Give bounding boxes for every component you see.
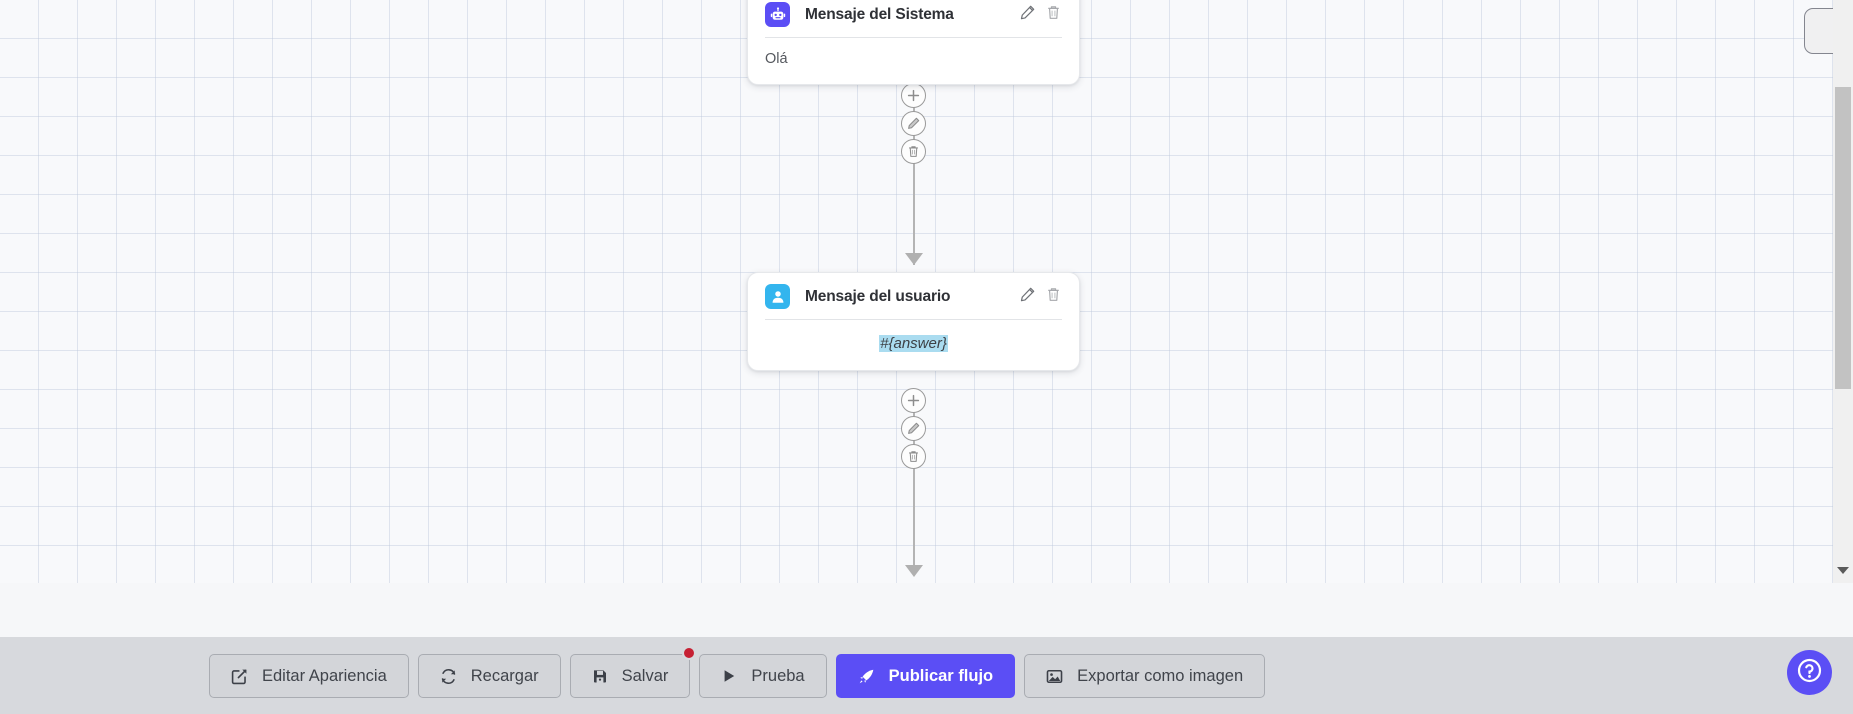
rocket-icon bbox=[858, 668, 875, 685]
trash-icon[interactable] bbox=[1046, 287, 1061, 307]
edge-edit-button[interactable] bbox=[901, 416, 926, 441]
save-wrapper: Salvar bbox=[569, 646, 697, 698]
answer-variable-token: #{answer} bbox=[879, 335, 948, 352]
reload-wrapper: Recargar bbox=[417, 654, 561, 698]
test-button[interactable]: Prueba bbox=[699, 654, 827, 698]
scrollbar-down-button[interactable] bbox=[1833, 561, 1853, 579]
save-unsaved-badge bbox=[682, 646, 697, 660]
export-wrapper: Exportar como imagen bbox=[1024, 654, 1266, 698]
edit-appearance-button[interactable]: Editar Apariencia bbox=[209, 654, 409, 698]
edit-icon bbox=[907, 422, 920, 435]
pencil-icon[interactable] bbox=[1020, 287, 1035, 307]
delete-icon bbox=[907, 450, 920, 463]
edge-controls-user-next[interactable] bbox=[901, 388, 926, 469]
refresh-icon bbox=[440, 668, 457, 685]
export-image-button[interactable]: Exportar como imagen bbox=[1024, 654, 1266, 698]
node-user-divider bbox=[765, 319, 1062, 320]
edge-edit-button[interactable] bbox=[901, 111, 926, 136]
node-user-body[interactable]: #{answer} bbox=[748, 320, 1079, 370]
save-label: Salvar bbox=[621, 666, 669, 685]
user-icon bbox=[765, 284, 790, 309]
node-user-title: Mensaje del usuario bbox=[805, 287, 951, 305]
edge-user-outgoing bbox=[913, 390, 915, 570]
edge-delete-button[interactable] bbox=[901, 139, 926, 164]
toolbar-button-group: Editar Apariencia Recargar bbox=[209, 646, 1266, 698]
floppy-disk-icon bbox=[592, 668, 608, 684]
node-system-body[interactable]: Olá bbox=[765, 51, 788, 67]
flow-canvas[interactable]: Mensaje del Sistema bbox=[0, 0, 1853, 583]
edit-icon bbox=[907, 117, 920, 130]
image-icon bbox=[1046, 668, 1063, 685]
publish-flow-label: Publicar flujo bbox=[888, 666, 994, 685]
scrollbar-thumb[interactable] bbox=[1835, 87, 1851, 389]
edit-appearance-wrapper: Editar Apariencia bbox=[209, 654, 409, 698]
pencil-square-icon bbox=[231, 668, 248, 685]
node-user-message[interactable]: Mensaje del usuario bbox=[747, 272, 1080, 371]
robot-icon bbox=[765, 2, 790, 27]
edge-arrow-to-user bbox=[905, 253, 923, 265]
save-button[interactable]: Salvar bbox=[569, 654, 691, 698]
edge-add-node-button[interactable] bbox=[901, 388, 926, 413]
delete-icon bbox=[907, 145, 920, 158]
edge-delete-button[interactable] bbox=[901, 444, 926, 469]
plus-icon bbox=[907, 394, 920, 407]
test-wrapper: Prueba bbox=[699, 654, 827, 698]
node-user-actions bbox=[1020, 287, 1061, 307]
trash-icon[interactable] bbox=[1046, 5, 1061, 25]
edge-add-node-button[interactable] bbox=[901, 83, 926, 108]
node-system-title: Mensaje del Sistema bbox=[805, 5, 954, 23]
question-circle-icon bbox=[1796, 657, 1823, 689]
publish-wrapper: Publicar flujo bbox=[835, 654, 1016, 698]
chevron-down-icon bbox=[1837, 566, 1849, 574]
reload-button[interactable]: Recargar bbox=[417, 654, 561, 698]
edge-controls-system-user[interactable] bbox=[901, 83, 926, 164]
help-button[interactable] bbox=[1787, 650, 1832, 695]
plus-icon bbox=[907, 89, 920, 102]
test-label: Prueba bbox=[751, 666, 805, 685]
play-icon bbox=[721, 668, 737, 684]
reload-label: Recargar bbox=[470, 666, 539, 685]
node-system-actions bbox=[1020, 5, 1061, 25]
canvas-vertical-scrollbar[interactable] bbox=[1833, 0, 1853, 583]
node-system-message[interactable]: Mensaje del Sistema bbox=[747, 0, 1080, 85]
edge-arrow-outgoing bbox=[905, 565, 923, 577]
edit-appearance-label: Editar Apariencia bbox=[262, 666, 387, 685]
canvas-bottom-gap bbox=[0, 583, 1853, 637]
publish-flow-button[interactable]: Publicar flujo bbox=[835, 654, 1016, 698]
pencil-icon[interactable] bbox=[1020, 5, 1035, 25]
node-user-header: Mensaje del usuario bbox=[748, 273, 1079, 319]
node-system-header: Mensaje del Sistema bbox=[748, 0, 1079, 37]
export-image-label: Exportar como imagen bbox=[1077, 666, 1244, 685]
node-system-divider bbox=[765, 37, 1062, 38]
bottom-toolbar: Editar Apariencia Recargar bbox=[0, 637, 1853, 714]
